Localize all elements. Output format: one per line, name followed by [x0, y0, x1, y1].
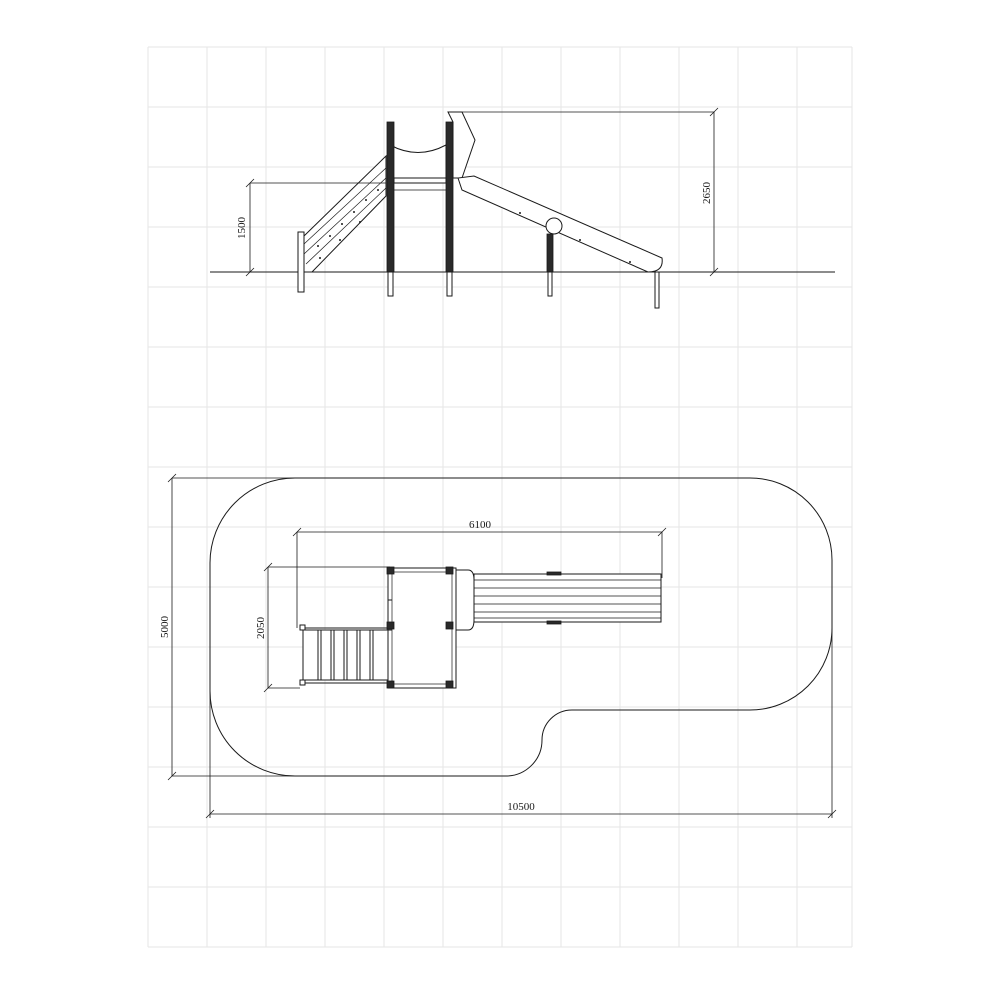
slide-support-post: [546, 233, 554, 273]
dimension-equipment-width: 2050: [255, 562, 390, 693]
side-slide: [447, 111, 663, 309]
overall-width-label: 10500: [507, 801, 535, 813]
safety-zone-outline: [209, 477, 833, 777]
side-view: 1500 2650: [210, 107, 835, 309]
dimension-platform-height: 1500: [236, 178, 386, 277]
dimension-overall-depth: 5000: [159, 473, 295, 781]
equipment-width-label: 2050: [255, 617, 267, 640]
stair-post: [297, 231, 305, 293]
platform-height-label: 1500: [236, 217, 248, 240]
plan-slide: [455, 569, 662, 631]
slide-support-joint: [545, 217, 563, 235]
slide-end-post: [654, 271, 660, 309]
overall-depth-label: 5000: [159, 616, 171, 639]
background-grid: [147, 46, 853, 948]
side-tower: [386, 121, 454, 297]
dimension-total-height: 2650: [462, 107, 719, 277]
plan-platform: [386, 566, 457, 689]
tower-post-left: [386, 121, 395, 273]
total-height-label: 2650: [701, 182, 713, 205]
side-stairs: [297, 154, 387, 293]
equipment-length-label: 6100: [469, 519, 492, 531]
dimension-overall-width: 10500: [205, 628, 837, 819]
tower-post-right: [445, 121, 454, 273]
plan-ladder: [299, 624, 389, 686]
plan-view: 6100 2050 5000 10500: [159, 473, 837, 819]
dimension-equipment-length: 6100: [292, 519, 667, 628]
